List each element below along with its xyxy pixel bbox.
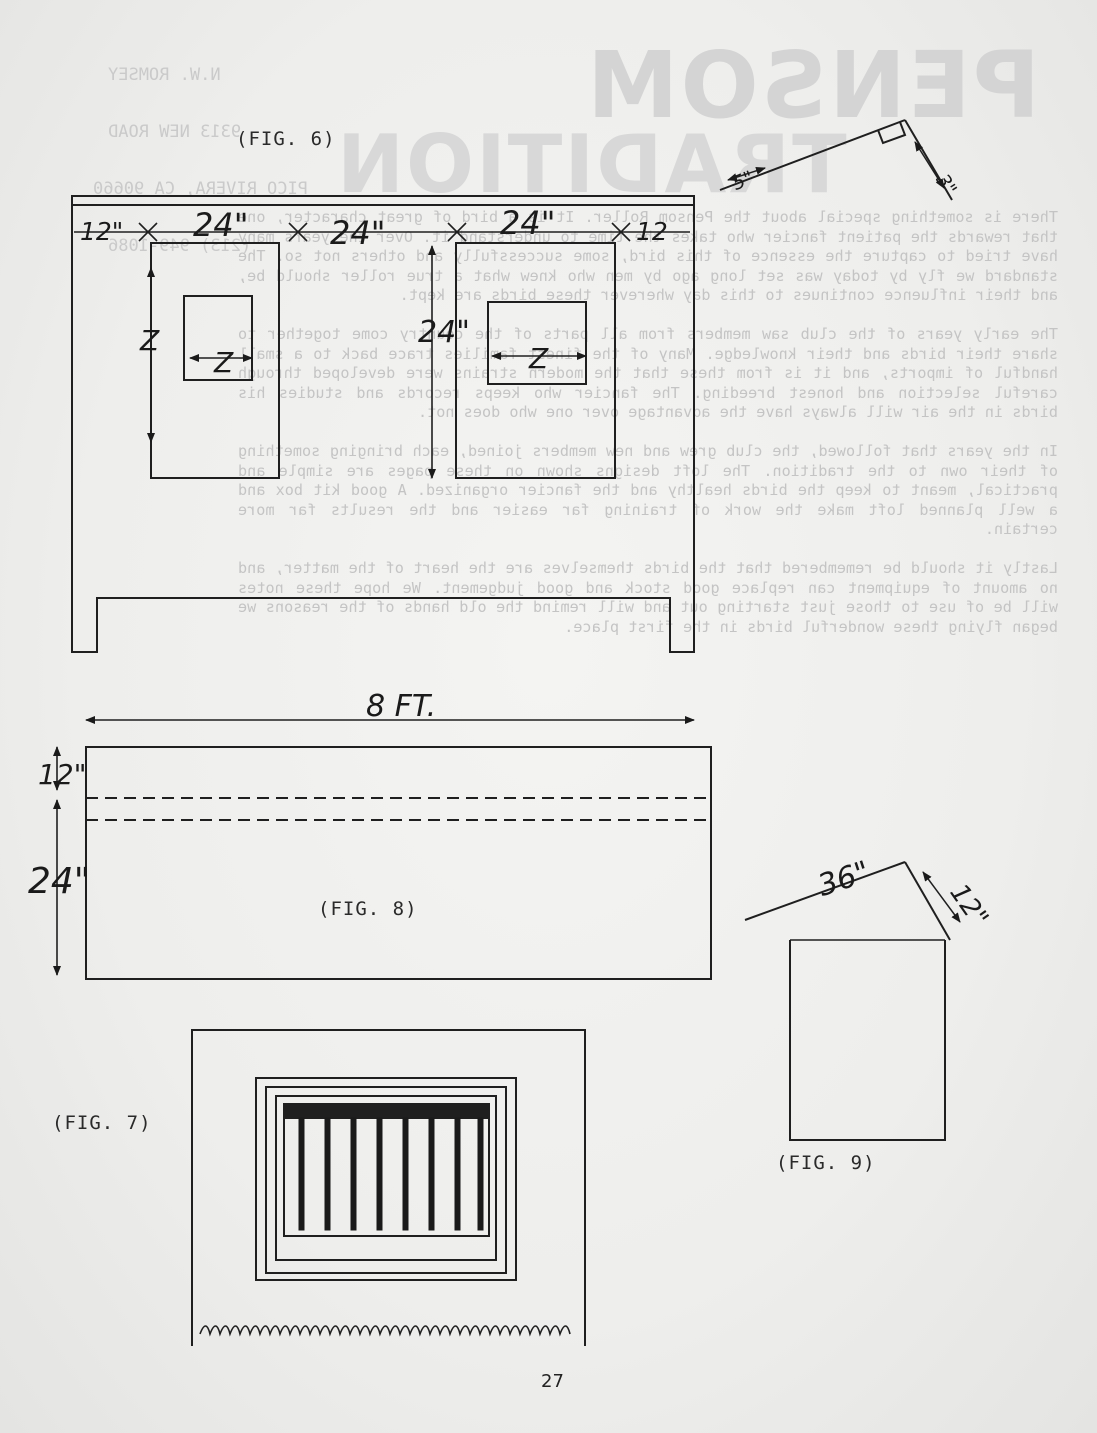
fig9-caption: (FIG. 9): [776, 1152, 876, 1174]
fig6-z-mark: Z: [528, 342, 549, 375]
fig6-dim-left-margin: 12": [80, 217, 123, 246]
page-number: 27: [541, 1371, 564, 1392]
fig8-dim-height: 24": [28, 861, 90, 902]
fig9-dim-depth: 12": [944, 879, 994, 933]
fig6-trap-door-left: [183, 295, 253, 381]
fig6-drawing: [71, 119, 953, 653]
fig9-labels: 36" 12": [814, 855, 994, 933]
fig8-drawing: [53, 716, 712, 980]
fig7-bar: [376, 1117, 383, 1231]
fig7-bar: [298, 1117, 305, 1231]
fig6-dim-inset-width: 5": [729, 167, 757, 195]
fig7-bar: [477, 1117, 484, 1231]
fig8-dim-width: 8 FT.: [366, 689, 436, 724]
fig6-z-mark: Z: [213, 346, 234, 379]
fig9-dim-length: 36": [814, 855, 874, 904]
fig7-bar: [454, 1117, 461, 1231]
fig7-bar: [350, 1117, 357, 1231]
fig9-slope-side: [904, 861, 951, 941]
fig6-dim-right-margin: 12: [636, 217, 668, 246]
fig7-frame-1: [255, 1077, 517, 1281]
fig7-frame-2: [265, 1086, 507, 1274]
fig9-slope-edge: [744, 861, 906, 921]
fig6-dim-panel1: 24": [193, 206, 248, 244]
fig6-trap-door-right: [487, 301, 587, 385]
fig7-bars: [298, 1117, 484, 1231]
fig6-inset-notch: [877, 121, 907, 145]
fig8-caption: (FIG. 8): [318, 898, 418, 920]
fig9-box: [789, 940, 946, 1141]
fig6-dim-panel2: 24": [330, 214, 385, 252]
fig7-bar: [428, 1117, 435, 1231]
fig7-frame-4: [283, 1103, 490, 1237]
fig8-dim-top: 12": [38, 758, 87, 791]
fig8-labels: 8 FT. 12" 24": [28, 689, 436, 902]
fig7-bar: [324, 1117, 331, 1231]
fig6-z-mark: Z: [139, 324, 160, 357]
fig9-drawing: [744, 861, 961, 1141]
fig6-loft-outline: [71, 195, 695, 653]
fig7-outer-frame: [191, 1029, 586, 1346]
fig7-frame-3: [275, 1095, 497, 1261]
fig7-drawing: [191, 1029, 586, 1346]
fig6-dim-height: 24": [418, 315, 470, 350]
fig7-bar: [402, 1117, 409, 1231]
fig6-dim-panel3: 24": [500, 204, 555, 242]
fig7-top-bar: [285, 1105, 488, 1119]
fig6-labels: 12" 24" 24" 24" 12 24" Z Z Z 5" 3": [80, 167, 961, 379]
fig7-caption: (FIG. 7): [52, 1112, 152, 1134]
fig6-panel-right: [455, 242, 616, 479]
fig8-outline: [85, 746, 712, 980]
fig7-grass-line: [199, 1325, 571, 1337]
fig6-caption: (FIG. 6): [236, 128, 336, 150]
